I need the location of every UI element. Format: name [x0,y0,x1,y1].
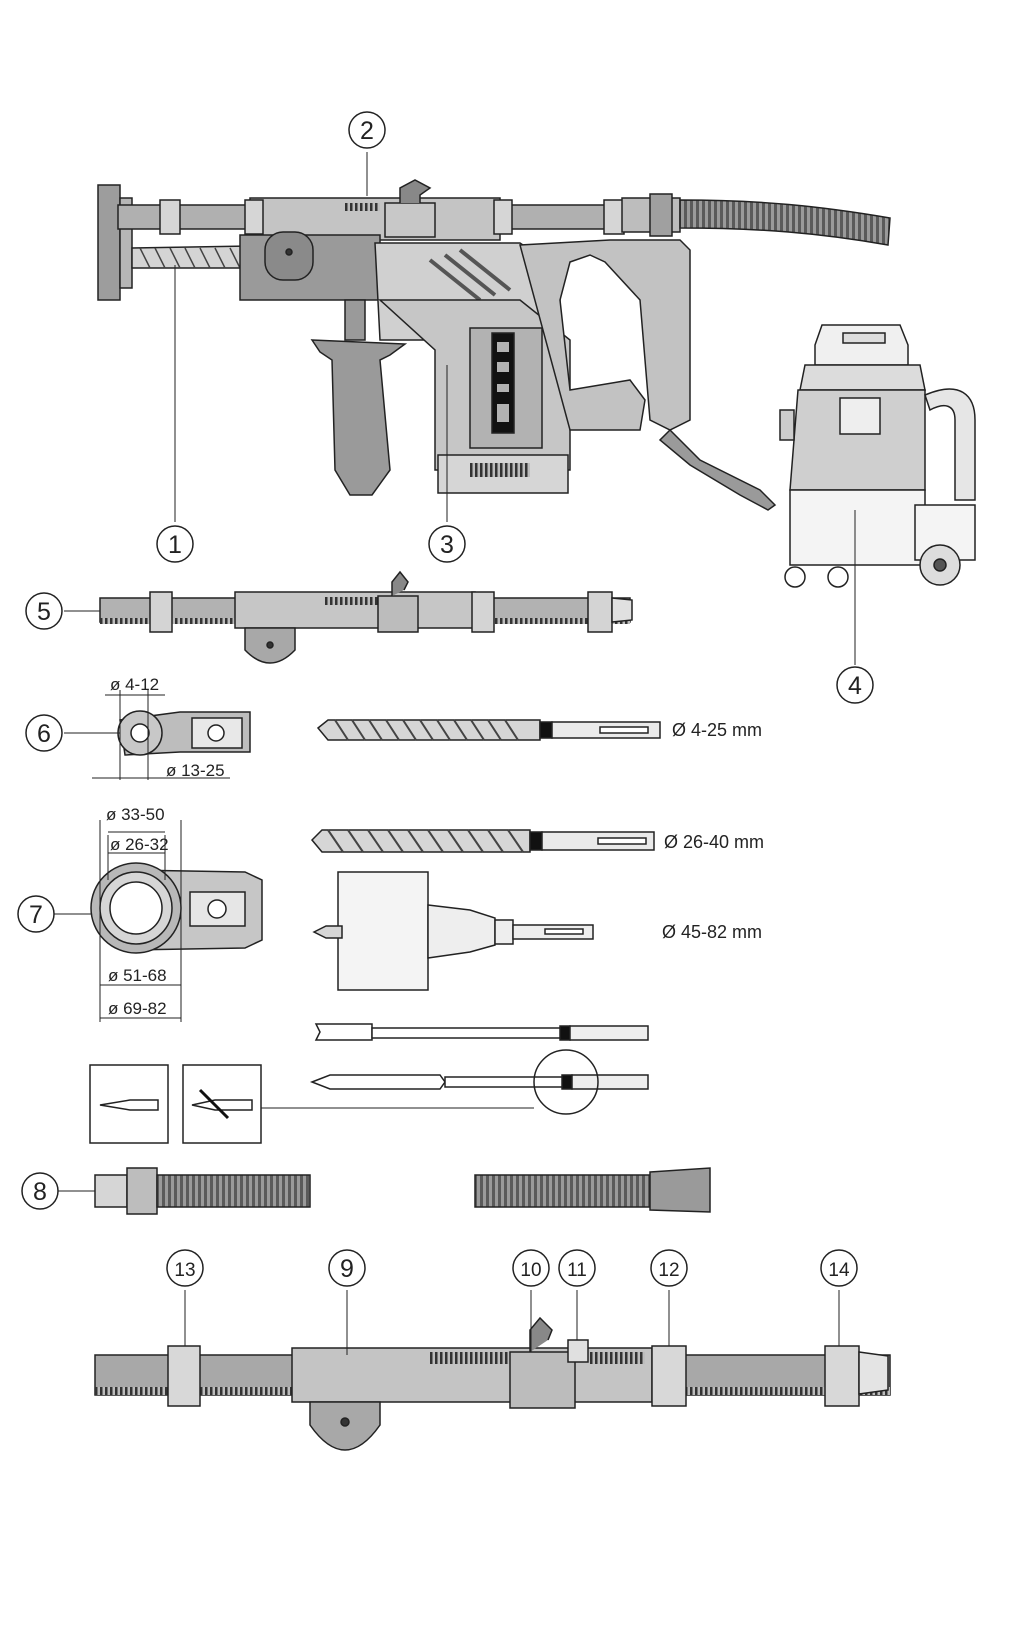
drill-bit-medium [310,829,655,853]
drill-collar-small [92,690,251,780]
flat-chisel [314,1023,649,1041]
callout-14: 14 [828,1260,850,1281]
callout-12: 12 [658,1260,679,1281]
label-bit-medium: Ø 26-40 mm [664,832,764,852]
callout-6: 6 [37,720,51,748]
dust-module-small [99,570,633,664]
dim-collar6-outer: ø 13-25 [166,761,225,780]
dim-collar7-d2: ø 26-32 [110,835,169,854]
dimension-labels: ø 4-12 ø 13-25 ø 33-50 ø 26-32 ø 51-68 ø… [106,675,225,1018]
callout-3: 3 [440,531,454,559]
bit-size-labels: Ø 4-25 mm Ø 26-40 mm Ø 45-82 mm [662,720,764,942]
callout-10: 10 [520,1260,541,1281]
callout-13: 13 [174,1260,195,1281]
callout-5: 5 [37,598,51,626]
callout-4: 4 [848,672,862,700]
callout-7: 7 [29,901,43,929]
callout-11: 11 [567,1260,587,1281]
core-bit [312,871,594,991]
pointed-chisel [309,1049,649,1115]
dim-collar6-inner: ø 4-12 [110,675,159,694]
drill-bit-small [316,719,661,741]
dim-collar7-d1: ø 33-50 [106,805,165,824]
vacuum-cleaner [779,324,976,588]
dim-collar7-d4: ø 69-82 [108,999,167,1018]
drill-collar-large [90,820,263,1022]
leader-lines [54,152,856,1355]
chisel-not-allowed-box [182,1064,534,1144]
hose-with-adapters [94,1167,711,1215]
dim-collar7-d3: ø 51-68 [108,966,167,985]
callout-2: 2 [360,117,374,145]
dust-module-large [94,1316,891,1451]
callout-9: 9 [340,1255,354,1283]
callout-1: 1 [168,531,182,559]
callout-8: 8 [33,1178,47,1206]
label-bit-small: Ø 4-25 mm [672,720,762,740]
callout-numbers: 2 1 3 4 5 6 7 8 13 9 10 11 12 14 [29,117,862,1283]
chisel-ok-box [89,1064,169,1144]
rotary-hammer [97,179,891,511]
label-core-bit: Ø 45-82 mm [662,922,762,942]
callout-circles [17,111,874,1287]
hilti-logo [491,332,515,434]
